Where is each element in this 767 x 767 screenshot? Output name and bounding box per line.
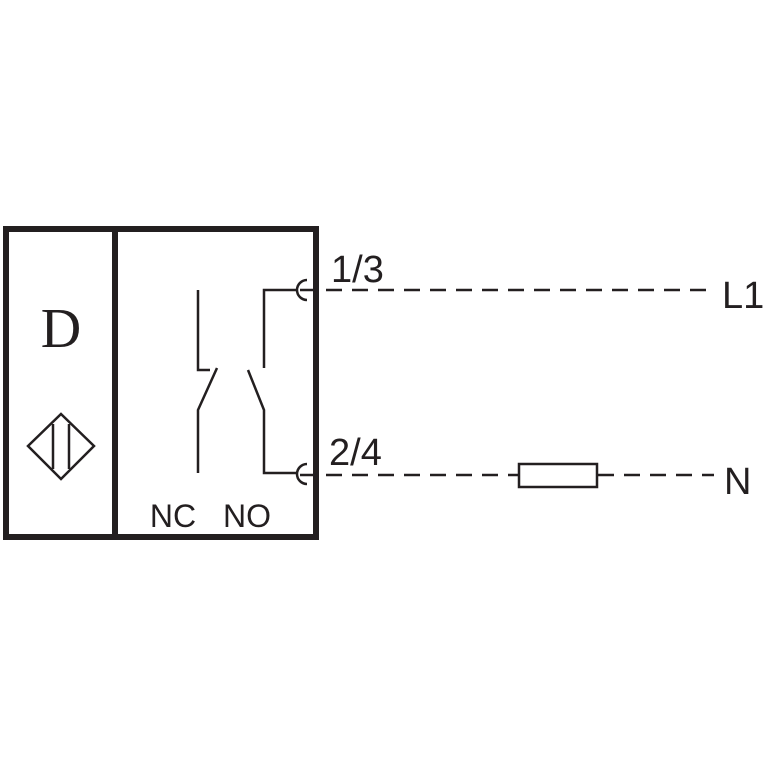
nc-contact-lower	[196, 367, 219, 473]
sensor-housing	[3, 226, 319, 540]
no-contact-upper	[262, 288, 300, 368]
contact-no-label: NO	[223, 498, 271, 534]
sensor-diamond	[26, 412, 96, 481]
inductive-sensor-symbol-icon	[26, 412, 96, 481]
sensor-letter: D	[41, 298, 81, 360]
nc-contact-upper	[196, 290, 210, 372]
terminal-top-label: 1/3	[331, 249, 384, 291]
switch-contacts	[196, 288, 300, 475]
external-wiring	[300, 288, 714, 477]
line-label: L1	[722, 275, 764, 317]
neutral-label: N	[724, 461, 751, 503]
no-contact-blade	[246, 369, 300, 475]
housing-outline	[3, 226, 319, 540]
terminal-bottom-label: 2/4	[329, 432, 382, 474]
load-resistor-icon	[517, 462, 599, 489]
contact-nc-label: NC	[150, 498, 196, 534]
